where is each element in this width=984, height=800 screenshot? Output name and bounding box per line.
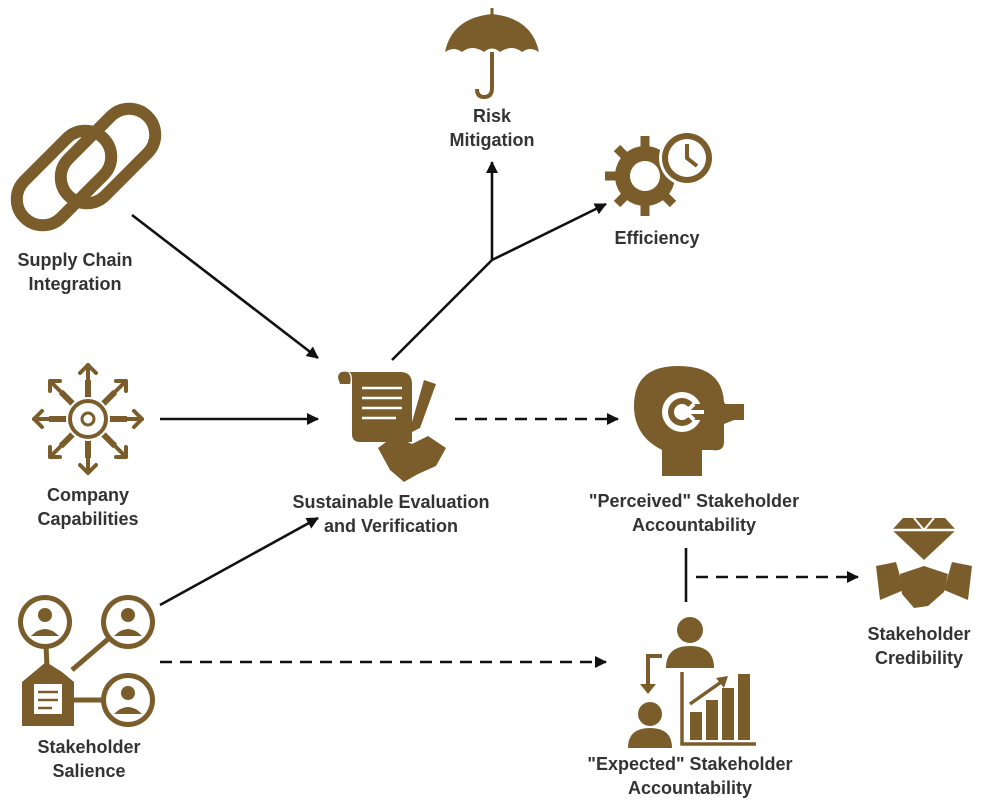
company-line1: Company [46, 485, 129, 505]
people-growth-chart-icon [628, 617, 756, 748]
gear-clock-icon [605, 130, 715, 216]
supply-chain-label: Supply Chain Integration [0, 248, 150, 296]
line-sev-to-branch [391, 259, 493, 361]
head-target-icon [634, 366, 744, 476]
expected-accountability-label: "Expected" Stakeholder Accountability [556, 752, 824, 800]
supply-line1: Supply Chain [17, 250, 133, 270]
risk-line2: Mitigation [449, 130, 535, 150]
diamond-handshake-icon [876, 517, 972, 608]
stakeholder-credibility-label: Stakeholder Credibility [854, 622, 984, 670]
efficiency-line1: Efficiency [614, 228, 700, 248]
credibility-line1: Stakeholder [867, 624, 971, 644]
perceived-line2: Accountability [631, 515, 756, 535]
gear-arrows-icon [32, 363, 144, 475]
credibility-line2: Credibility [874, 648, 963, 668]
salience-line1: Stakeholder [37, 737, 141, 757]
sev-label: Sustainable Evaluation and Verification [262, 490, 520, 538]
company-capabilities-label: Company Capabilities [13, 483, 163, 531]
perceived-line1: "Perceived" Stakeholder [588, 491, 800, 511]
risk-mitigation-label: Risk Mitigation [432, 104, 552, 152]
perceived-accountability-label: "Perceived" Stakeholder Accountability [560, 489, 828, 537]
sev-line1: Sustainable Evaluation [292, 492, 490, 512]
sev-line2: and Verification [323, 516, 459, 536]
arrow-salience-to-sev [159, 516, 319, 607]
company-line2: Capabilities [37, 509, 139, 529]
arrow-branch-to-efficiency [491, 202, 607, 262]
expected-line1: "Expected" Stakeholder [587, 754, 793, 774]
efficiency-label: Efficiency [592, 226, 722, 250]
contract-handshake-icon [338, 371, 446, 482]
chain-link-icon [10, 102, 162, 232]
network-people-icon [18, 595, 155, 727]
expected-line2: Accountability [627, 778, 752, 798]
arrow-supply-to-sev [131, 213, 319, 360]
umbrella-icon [445, 8, 539, 100]
salience-line2: Salience [52, 761, 126, 781]
stakeholder-salience-label: Stakeholder Salience [14, 735, 164, 783]
supply-line2: Integration [28, 274, 122, 294]
risk-line1: Risk [472, 106, 512, 126]
